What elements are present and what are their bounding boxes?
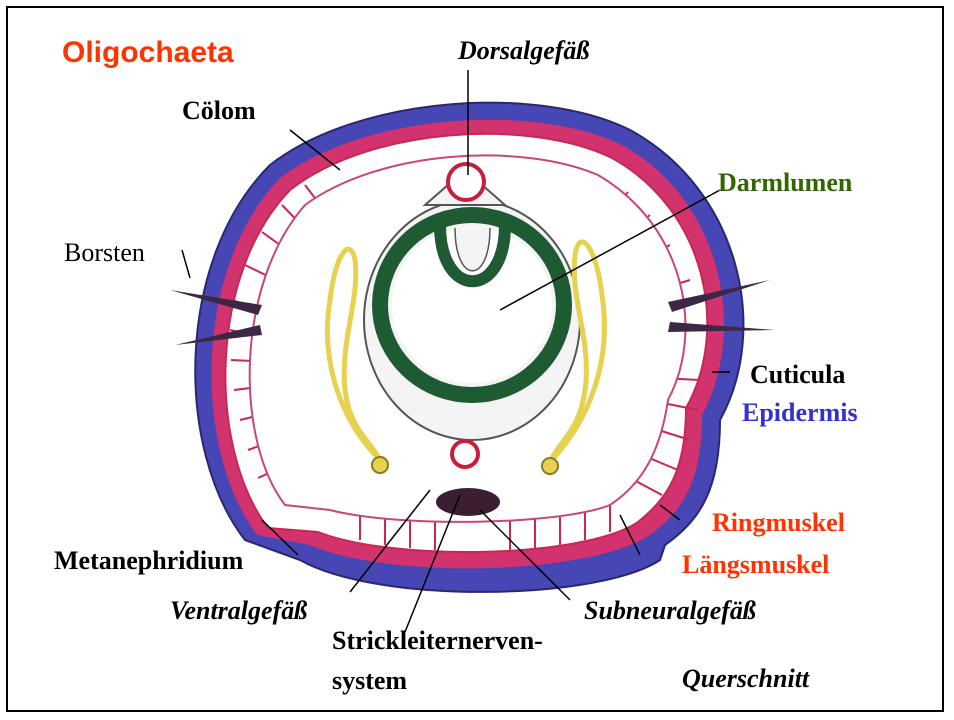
label-dorsalgefaess: Dorsalgefäß [458, 38, 589, 64]
label-laengsmuskel: Längsmuskel [682, 552, 829, 578]
label-ventralgefaess: Ventralgefäß [170, 598, 307, 624]
title: Oligochaeta [62, 38, 234, 68]
label-strickleiter-line1: Strickleiternerven- [332, 628, 543, 654]
label-metanephridium: Metanephridium [54, 548, 243, 574]
label-querschnitt: Querschnitt [682, 666, 809, 692]
label-borsten: Borsten [64, 240, 145, 266]
dorsal-vessel [448, 164, 484, 200]
label-ringmuskel: Ringmuskel [712, 510, 845, 536]
label-cuticula: Cuticula [750, 362, 845, 388]
label-subneuralgefaess: Subneuralgefäß [584, 598, 756, 624]
ventral-vessel [452, 441, 478, 467]
nerve-cord [436, 488, 500, 516]
label-epidermis: Epidermis [742, 400, 858, 426]
label-strickleiter-line2: system [332, 668, 407, 694]
label-darmlumen: Darmlumen [718, 170, 852, 196]
label-coelom: Cölom [182, 98, 256, 124]
